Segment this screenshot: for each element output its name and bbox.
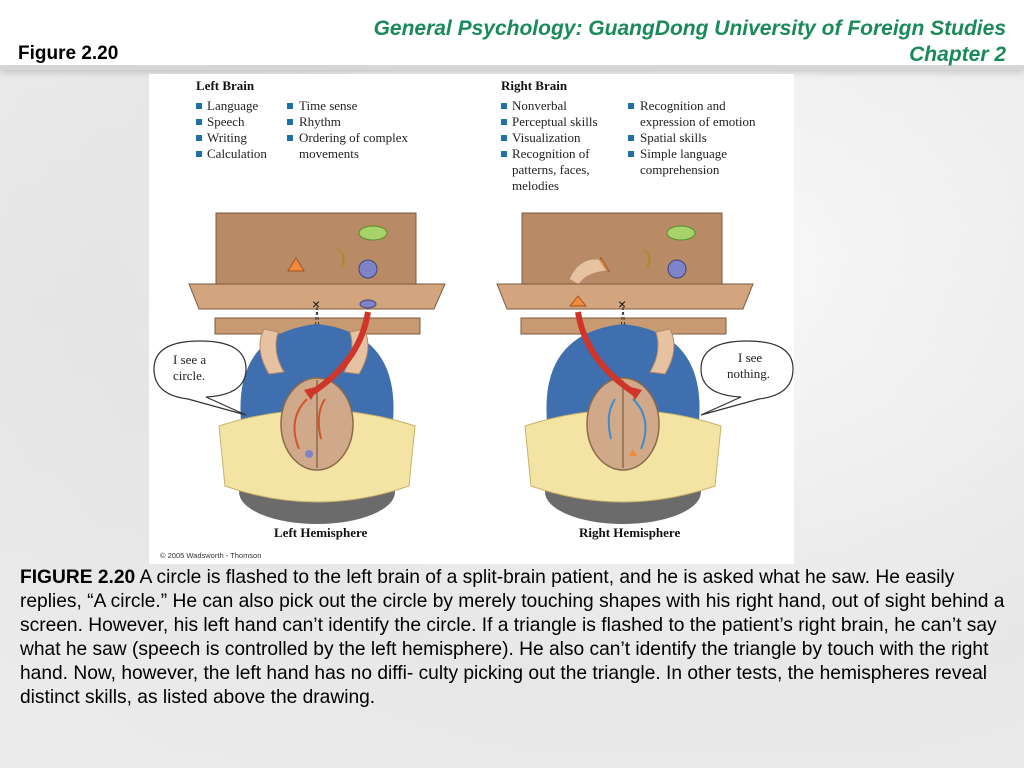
left-brain-col1: Language Speech Writing Calculation <box>196 98 267 161</box>
left-brain-item: Writing <box>207 130 247 145</box>
right-brain-item: Visualization <box>512 130 581 145</box>
bullet-icon <box>628 135 634 141</box>
caption-lead: FIGURE 2.20 <box>20 567 136 588</box>
left-brain-item: Ordering of complex <box>299 130 409 145</box>
right-brain-item: Simple language <box>640 146 727 161</box>
bullet-icon <box>196 119 202 125</box>
caption-body: A circle is flashed to the left brain of… <box>20 567 1005 708</box>
reaching-hand <box>568 258 608 286</box>
speech-bubble-text: circle. <box>173 368 205 383</box>
circle-shape-icon <box>667 259 687 279</box>
left-scene: × I see a circle. Left Hemisphere <box>153 212 446 540</box>
speech-bubble <box>700 340 794 416</box>
signal-arrow-icon <box>575 311 638 397</box>
right-brain-title: Right Brain <box>501 78 568 93</box>
arrowhead-icon <box>304 386 319 400</box>
left-hemisphere-label: Left Hemisphere <box>274 525 367 540</box>
bullet-icon <box>501 135 507 141</box>
right-brain-item: expression of emotion <box>640 114 756 129</box>
circle-shape-icon <box>358 259 378 279</box>
right-brain-item: Perceptual skills <box>512 114 598 129</box>
triangle-shape-icon <box>287 257 305 272</box>
bullet-icon <box>196 103 202 109</box>
flashed-triangle-icon <box>568 295 588 307</box>
brain-triangle-icon <box>629 449 637 456</box>
speech-bubble <box>153 340 247 416</box>
brain-circle-icon <box>305 450 313 458</box>
nerve-pathway <box>293 398 326 450</box>
left-brain-item: movements <box>299 146 359 161</box>
flashed-circle-icon <box>359 299 377 309</box>
bullet-icon <box>628 151 634 157</box>
speech-bubble-text: nothing. <box>727 366 770 381</box>
copyright-notice: © 2005 Wadsworth - Thomson <box>160 551 261 560</box>
fixation-x-icon: × <box>618 296 626 312</box>
left-brain-item: Language <box>207 98 258 113</box>
left-brain-item: Calculation <box>207 146 267 161</box>
right-brain-col1: Nonverbal Perceptual skills Visualizatio… <box>501 98 598 193</box>
speech-bubble-text: I see <box>738 350 762 365</box>
left-brain-item: Rhythm <box>299 114 341 129</box>
speech-bubble-text: I see a <box>173 352 206 367</box>
right-brain-item: melodies <box>512 178 559 193</box>
left-brain-item: Speech <box>207 114 245 129</box>
bullet-icon <box>501 119 507 125</box>
signal-arrow-icon <box>308 311 371 397</box>
bullet-icon <box>628 103 634 109</box>
fixation-x-icon: × <box>312 296 320 312</box>
split-brain-illustration: Left Brain Language Speech Writing Calcu… <box>153 78 794 560</box>
right-brain-item: Recognition of <box>512 146 590 161</box>
table-top <box>496 283 754 310</box>
figure-caption: FIGURE 2.20 A circle is flashed to the l… <box>20 566 1010 710</box>
bullet-icon <box>287 103 293 109</box>
oval-shape-icon <box>358 225 388 241</box>
right-brain-item: Spatial skills <box>640 130 707 145</box>
left-brain-title: Left Brain <box>196 78 255 93</box>
bullet-icon <box>287 135 293 141</box>
right-hemisphere-label: Right Hemisphere <box>579 525 680 540</box>
table-top <box>188 283 446 310</box>
left-brain-item: Time sense <box>299 98 358 113</box>
course-title-line2: Chapter 2 <box>909 43 1006 66</box>
right-brain-col2: Recognition and expression of emotion Sp… <box>628 98 756 177</box>
right-brain-item: Recognition and <box>640 98 726 113</box>
right-scene: × I see nothing. Right Hemisphere <box>496 212 794 540</box>
course-title-line1: General Psychology: GuangDong University… <box>373 17 1006 40</box>
crescent-shape-icon <box>336 248 345 268</box>
bullet-icon <box>501 151 507 157</box>
bullet-icon <box>196 151 202 157</box>
split-brain-figure: Left Brain Language Speech Writing Calcu… <box>149 74 794 564</box>
figure-label: Figure 2.20 <box>18 43 119 64</box>
right-brain-item: Nonverbal <box>512 98 567 113</box>
slide-header: General Psychology: GuangDong University… <box>0 0 1024 70</box>
screen-board <box>215 212 417 289</box>
left-brain-col2: Time sense Rhythm Ordering of complex mo… <box>287 98 409 161</box>
right-brain-item: patterns, faces, <box>512 162 590 177</box>
bullet-icon <box>501 103 507 109</box>
oval-shape-icon <box>666 225 696 241</box>
screen-board <box>521 212 723 289</box>
arrowhead-icon <box>627 386 642 400</box>
course-title: General Psychology: GuangDong University… <box>374 16 1006 68</box>
right-arm <box>649 328 675 375</box>
crescent-shape-icon <box>642 248 651 268</box>
bullet-icon <box>287 119 293 125</box>
left-arm <box>259 328 285 375</box>
bullet-icon <box>196 135 202 141</box>
nerve-pathway <box>607 398 647 450</box>
right-brain-item: comprehension <box>640 162 720 177</box>
